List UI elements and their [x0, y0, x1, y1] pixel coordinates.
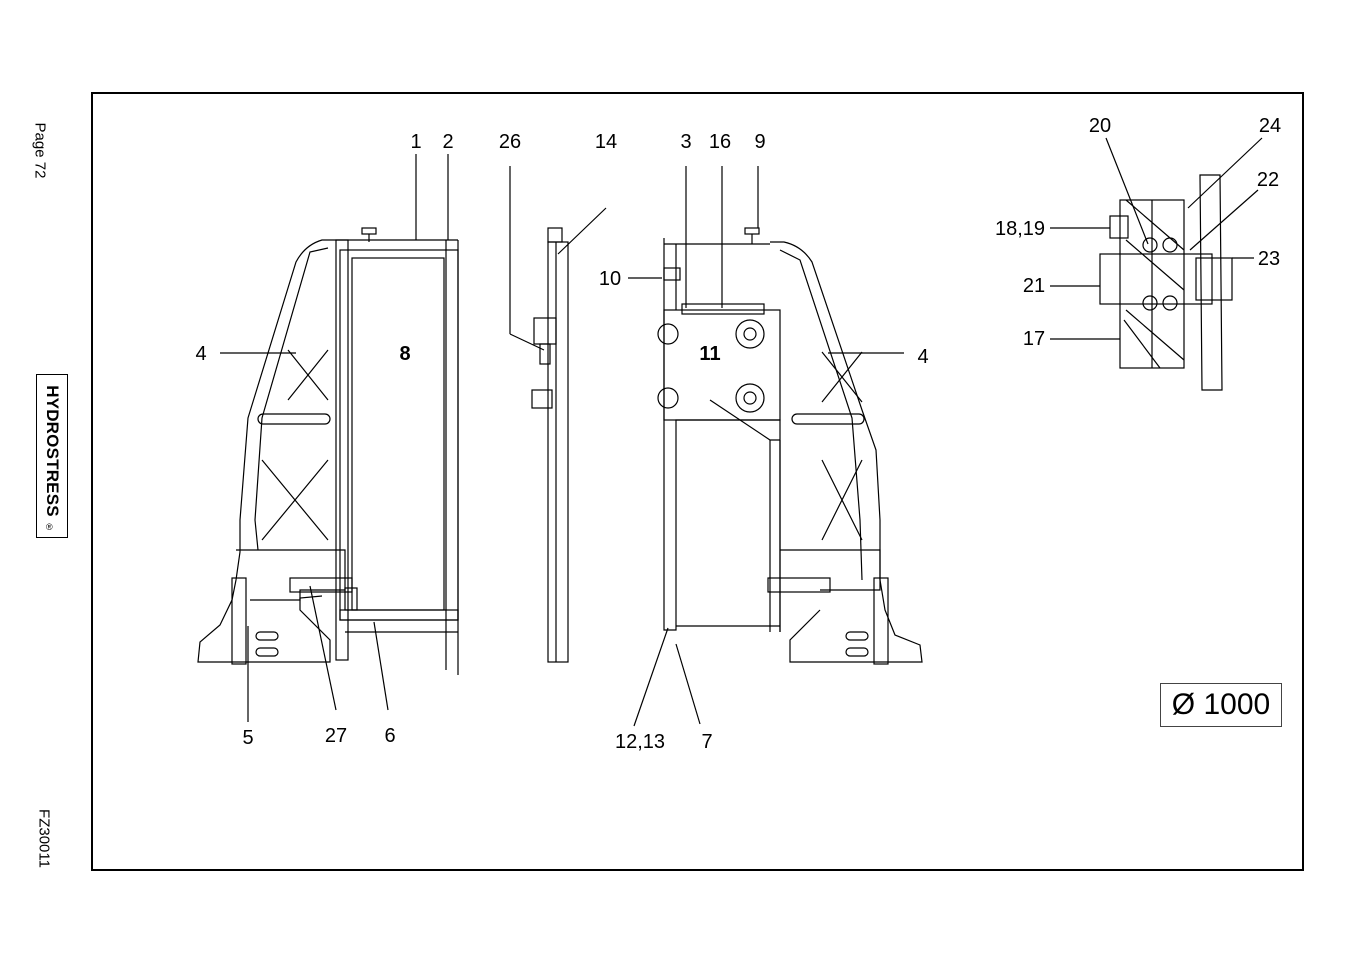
callout-27: 27 — [325, 725, 347, 747]
callout-22: 22 — [1257, 169, 1279, 191]
middle-side-view — [531, 227, 569, 663]
callout-4-right: 4 — [917, 346, 928, 368]
callout-26: 26 — [499, 131, 521, 153]
callout-8: 8 — [399, 343, 410, 365]
callout-18-19: 18,19 — [995, 218, 1045, 240]
callout-21: 21 — [1023, 275, 1045, 297]
callout-20: 20 — [1089, 115, 1111, 137]
callout-12-13: 12,13 — [615, 731, 665, 753]
callout-16: 16 — [709, 131, 731, 153]
right-frame-assembly — [657, 227, 923, 665]
left-frame-assembly — [197, 227, 459, 675]
callout-10: 10 — [599, 268, 621, 290]
callout-24: 24 — [1259, 115, 1281, 137]
callout-2: 2 — [442, 131, 453, 153]
callout-7: 7 — [701, 731, 712, 753]
callout-1: 1 — [410, 131, 421, 153]
callout-9: 9 — [754, 131, 765, 153]
registered-mark: ® — [46, 522, 53, 532]
callout-4-left: 4 — [195, 343, 206, 365]
callout-11: 11 — [699, 343, 720, 365]
callout-5: 5 — [242, 727, 253, 749]
callout-23: 23 — [1258, 248, 1280, 270]
bearing-detail — [1099, 174, 1233, 391]
brand-logo: HYDROSTRESS ® — [36, 374, 68, 538]
callout-17: 17 — [1023, 328, 1045, 350]
callout-6: 6 — [384, 725, 395, 747]
callout-14: 14 — [595, 131, 617, 153]
callout-3: 3 — [680, 131, 691, 153]
leader-lines — [220, 137, 1263, 727]
drawing-frame — [91, 92, 1304, 871]
diameter-label: Ø 1000 — [1160, 683, 1282, 727]
